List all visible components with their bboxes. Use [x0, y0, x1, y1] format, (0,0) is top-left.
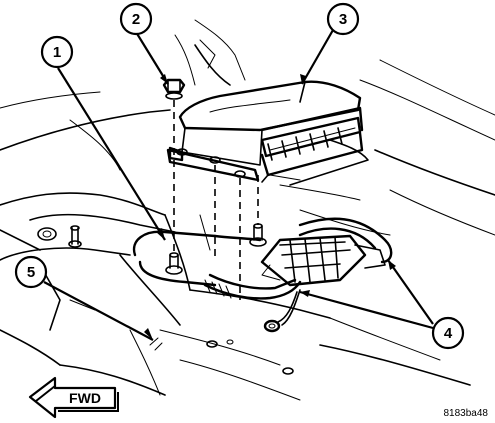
retaining-nut	[162, 78, 186, 100]
fwd-arrow: FWD	[28, 376, 119, 419]
callout-3: 3	[326, 2, 360, 36]
callout-1: 1	[40, 35, 74, 69]
wire-harness	[132, 217, 393, 333]
mounting-studs	[165, 223, 267, 275]
leader-lines	[43, 29, 434, 341]
svg-text:5: 5	[27, 264, 35, 281]
fwd-label: FWD	[69, 390, 101, 406]
control-module	[166, 80, 369, 186]
svg-text:3: 3	[339, 11, 347, 28]
svg-text:2: 2	[132, 11, 140, 28]
svg-text:4: 4	[444, 325, 453, 342]
floor-pan	[0, 19, 495, 401]
svg-text:1: 1	[53, 44, 61, 61]
callout-4: 4	[431, 316, 465, 350]
callout-5: 5	[14, 255, 48, 289]
callout-2: 2	[119, 2, 153, 36]
figure-id: 8183ba48	[444, 408, 489, 419]
